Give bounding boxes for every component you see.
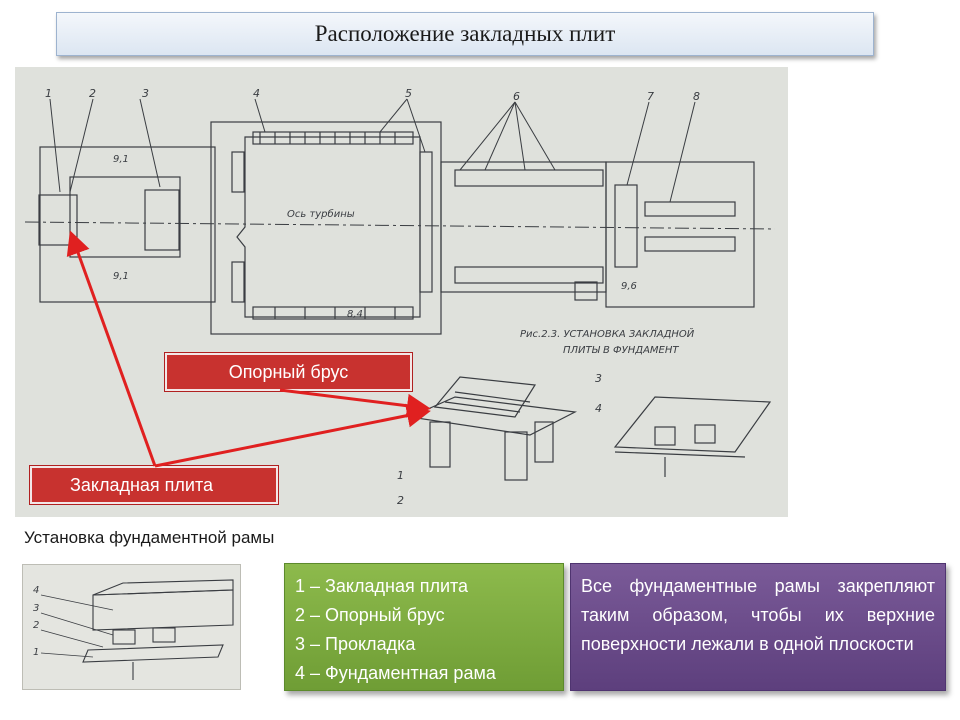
detail-sketch-plate-install: [407, 376, 578, 481]
plate-row-8-bottom: [644, 236, 736, 252]
plate-row-bottom: [252, 306, 414, 320]
callout-2: 2: [89, 87, 96, 100]
pad-right: [152, 627, 176, 643]
plates-group-3: [144, 189, 180, 251]
elevation-2: 9,1: [113, 271, 129, 282]
callout-1: 1: [45, 87, 52, 100]
frame-callout-2: 2: [33, 620, 39, 631]
legend-box: 1 – Закладная плита 2 – Опорный брус 3 –…: [284, 563, 564, 691]
plate-small-right: [574, 281, 598, 301]
elevation-4: 9,6: [621, 281, 637, 292]
section-caption: Установка фундаментной рамы: [24, 528, 275, 547]
figure-caption-line-1: Рис.2.3. УСТАНОВКА ЗАКЛАДНОЙ: [520, 327, 695, 340]
slide-title: Расположение закладных плит: [56, 12, 874, 56]
callout-5: 5: [405, 87, 412, 100]
plate-row-right-bottom: [454, 266, 604, 284]
note-text: Все фундаментные рамы закрепляют таким о…: [581, 576, 935, 654]
pad-left: [112, 629, 136, 645]
legend-item-2: 2 – Опорный брус: [295, 605, 445, 625]
detail-callout-1: 1: [397, 469, 404, 482]
frame-callout-4: 4: [33, 585, 39, 596]
elevation-3: 8,4: [347, 309, 363, 320]
opornyi-brus-label: Опорный брус: [164, 352, 413, 392]
callout-3: 3: [142, 87, 149, 100]
elevation-1: 9,1: [113, 154, 129, 165]
frame-body: [92, 589, 234, 631]
figure-caption: Рис.2.3. УСТАНОВКА ЗАКЛАДНОЙ ПЛИТЫ В ФУН…: [520, 327, 695, 356]
embedded-plate: [82, 644, 224, 663]
slide-title-text: Расположение закладных плит: [314, 21, 616, 46]
plan-svg: Ось турбины 1 2 3 4 5 6 7 8 9,1 9,1 8,4 …: [24, 87, 776, 507]
detail-callouts: 3 1 2 4: [397, 372, 602, 507]
opornyi-brus-text: Опорный брус: [228, 361, 349, 382]
figure-caption-line-2: ПЛИТЫ В ФУНДАМЕНТ: [563, 345, 679, 356]
legend-item-3: 3 – Прокладка: [295, 634, 416, 654]
elevation-marks: 9,1 9,1 8,4 9,6: [113, 154, 637, 320]
turbine-axis-label: Ось турбины: [287, 208, 355, 220]
detail-sketch-foundation: [613, 396, 772, 477]
central-inner-frame: [236, 136, 421, 318]
plate-row-top: [252, 131, 414, 145]
plate-column-right: [419, 151, 433, 293]
zakladnaya-plita-label: Закладная плита: [29, 465, 279, 505]
callout-8: 8: [693, 90, 700, 103]
frame-top: [92, 579, 234, 596]
plate-column-left: [231, 151, 245, 193]
note-box: Все фундаментные рамы закрепляют таким о…: [570, 563, 946, 691]
plate-row-8-top: [644, 201, 736, 217]
frame-callout-1: 1: [33, 647, 39, 658]
callout-7: 7: [647, 90, 654, 103]
detail-callout-3: 3: [595, 372, 602, 385]
detail-callout-4: 4: [595, 402, 602, 415]
left-inner-block: [69, 176, 181, 258]
plate-column-7: [614, 184, 638, 268]
legend-item-4: 4 – Фундаментная рама: [295, 663, 496, 683]
zakladnaya-plita-text: Закладная плита: [70, 474, 214, 495]
plate-column-left-low: [231, 261, 245, 303]
frame-sketch-callouts: 4 3 2 1: [33, 585, 39, 658]
detail-callout-2: 2: [397, 494, 404, 507]
frame-sketch-svg: 4 3 2 1: [33, 579, 234, 680]
callout-6: 6: [513, 90, 520, 103]
foundation-plan-drawing: Ось турбины 1 2 3 4 5 6 7 8 9,1 9,1 8,4 …: [15, 67, 788, 517]
plate-row-right-top: [454, 169, 604, 187]
foundation-frame-sketch: 4 3 2 1: [22, 564, 241, 690]
turbine-axis-line: [24, 221, 776, 230]
callout-4: 4: [253, 87, 260, 100]
frame-callout-3: 3: [33, 603, 39, 614]
callout-leaders: [49, 98, 696, 203]
legend-item-1: 1 – Закладная плита: [295, 576, 469, 596]
plates-group-1: [38, 194, 78, 246]
plan-callout-numbers: 1 2 3 4 5 6 7 8: [45, 87, 700, 103]
